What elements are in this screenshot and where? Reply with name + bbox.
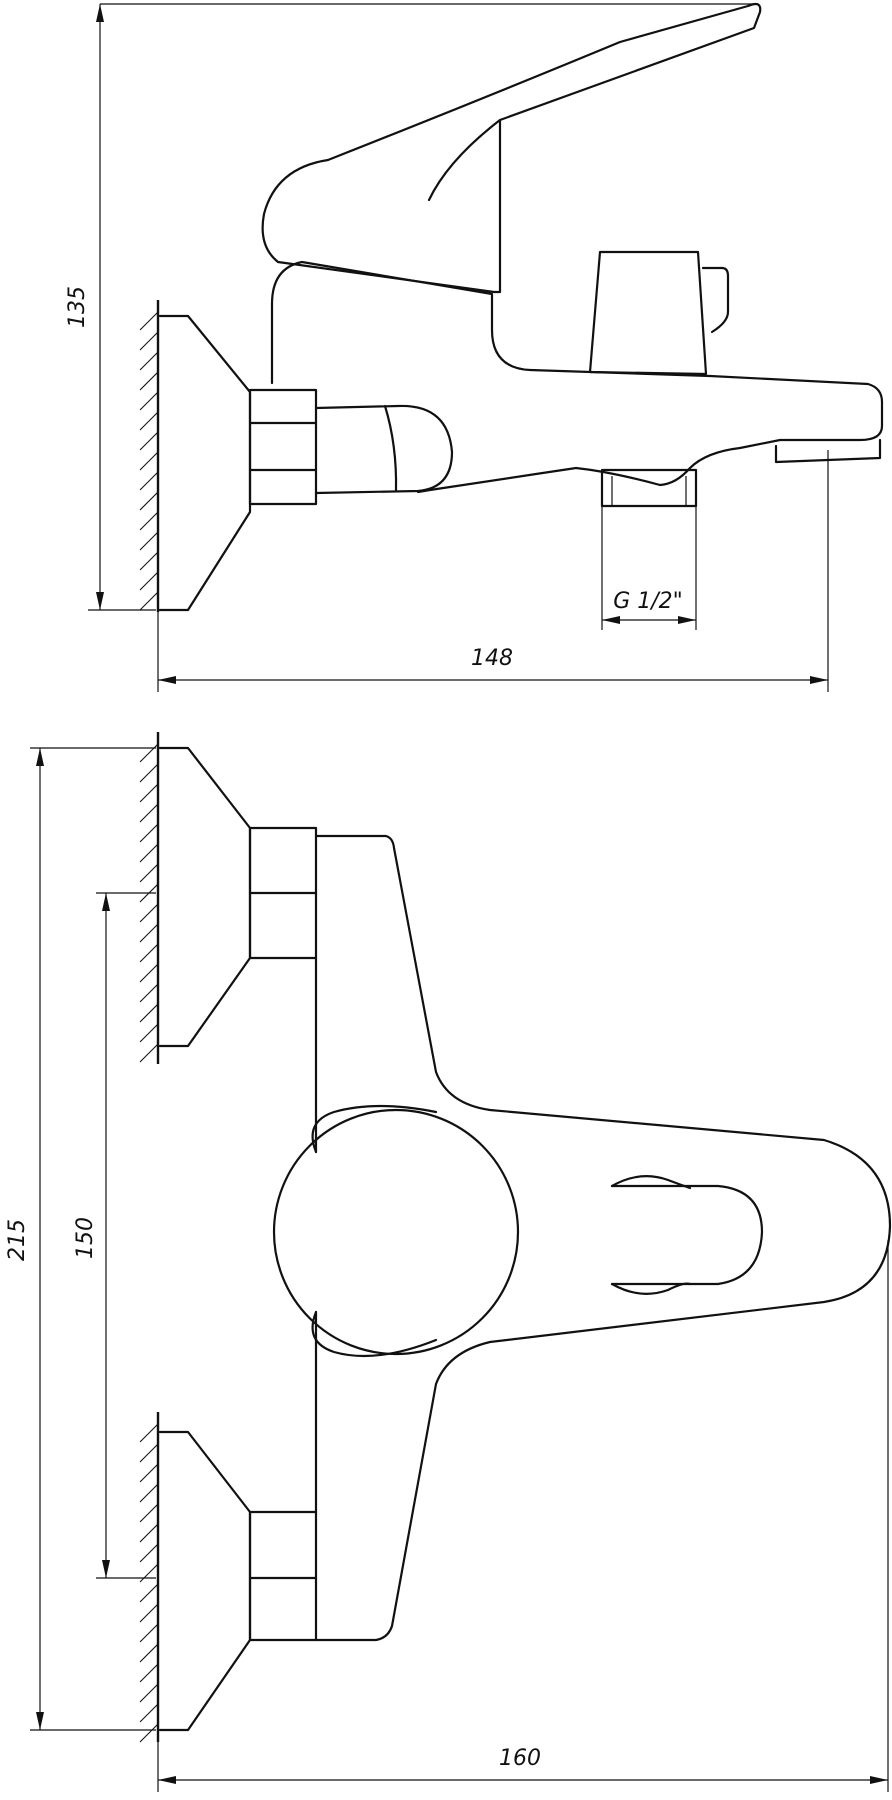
side-connector	[314, 404, 454, 495]
dim-front-height: 215	[5, 747, 156, 1731]
side-view: 135 G 1/2" 148	[65, 2, 884, 692]
front-lever	[610, 1184, 764, 1286]
side-wall	[139, 300, 160, 612]
dim-front-width-text: 160	[499, 1746, 541, 1771]
dim-side-height: 135	[65, 3, 758, 611]
front-wall-upper	[139, 732, 160, 1064]
side-lever	[261, 2, 762, 294]
side-body	[270, 260, 884, 494]
side-nut	[248, 388, 318, 506]
front-body	[314, 834, 892, 1642]
front-escutcheon-upper	[158, 746, 252, 1048]
front-escutcheon-lower	[158, 1430, 252, 1732]
dim-inlet-spacing-text: 150	[73, 1217, 98, 1259]
side-diverter-knob	[588, 250, 730, 376]
dim-side-width-text: 148	[471, 646, 513, 671]
dim-thread-text: G 1/2"	[613, 589, 683, 614]
side-shower-outlet	[600, 468, 698, 508]
front-nut-lower	[248, 1510, 318, 1642]
dim-side-width: 148	[157, 450, 829, 692]
side-escutcheon	[158, 314, 252, 612]
dim-thread: G 1/2"	[601, 506, 697, 630]
front-cartridge-housing	[272, 1108, 520, 1356]
front-wall-lower	[139, 1412, 160, 1743]
front-nut-upper	[248, 826, 318, 960]
dim-side-height-text: 135	[65, 286, 90, 328]
dim-front-height-text: 215	[5, 1219, 30, 1261]
dim-front-width: 160	[157, 1240, 889, 1792]
front-view: 215 150 160	[5, 732, 892, 1792]
dim-inlet-spacing: 150	[73, 892, 156, 1579]
